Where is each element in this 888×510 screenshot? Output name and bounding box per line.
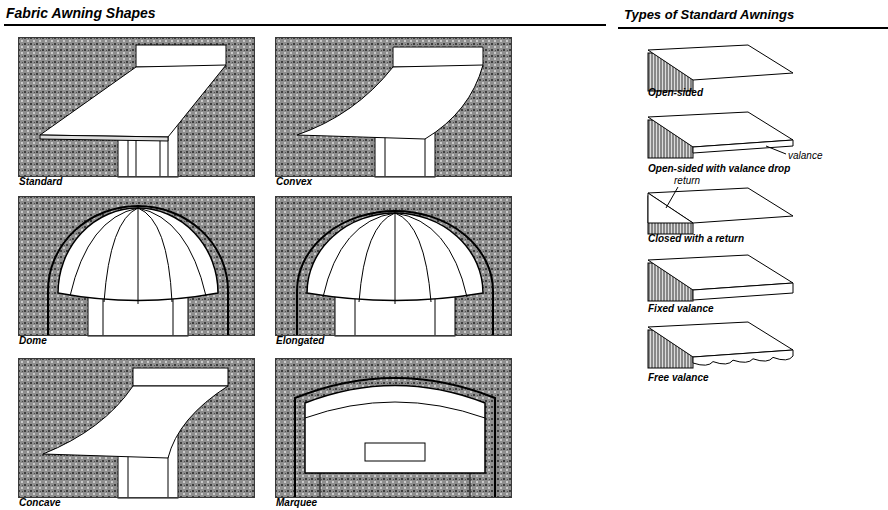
shape-caption: Elongated xyxy=(276,335,324,346)
convex-awning xyxy=(275,37,512,177)
shape-panel: Standard xyxy=(18,37,255,177)
type-caption: Free valance xyxy=(648,372,709,384)
type-caption: Closed with a return xyxy=(648,233,744,245)
shape-panel: Marquee xyxy=(275,358,512,498)
shape-caption: Standard xyxy=(19,176,62,187)
marquee-awning xyxy=(275,358,512,498)
section-heading: Types of Standard Awnings xyxy=(624,7,794,23)
shape-caption: Convex xyxy=(276,176,312,187)
standard-awning xyxy=(18,37,255,177)
rule xyxy=(618,27,888,29)
shape-caption: Concave xyxy=(19,497,61,508)
shape-panel: Convex xyxy=(275,37,512,177)
rule xyxy=(4,24,606,26)
type-caption: Open-sided with valance drop xyxy=(648,163,790,175)
valance-drop-awning xyxy=(648,112,793,158)
type-caption: Open-sided xyxy=(648,87,703,99)
type-caption: Fixed valance xyxy=(648,303,714,315)
free-valance-awning xyxy=(648,322,793,368)
elongated-awning xyxy=(275,196,512,336)
shape-panel: Dome xyxy=(18,196,255,336)
dome-awning xyxy=(18,196,255,336)
shape-caption: Marquee xyxy=(276,497,317,508)
closed-return-awning xyxy=(648,187,793,234)
diagram-title: Fabric Awning Shapes xyxy=(6,5,156,21)
shape-panel: Elongated xyxy=(275,196,512,336)
shape-caption: Dome xyxy=(19,335,47,346)
shape-panel: Concave xyxy=(18,358,255,498)
concave-awning xyxy=(18,358,255,498)
fixed-valance-awning xyxy=(648,255,793,301)
part-name: return xyxy=(674,175,700,187)
part-name: valance xyxy=(788,150,822,162)
open-sided-awning xyxy=(648,45,793,91)
